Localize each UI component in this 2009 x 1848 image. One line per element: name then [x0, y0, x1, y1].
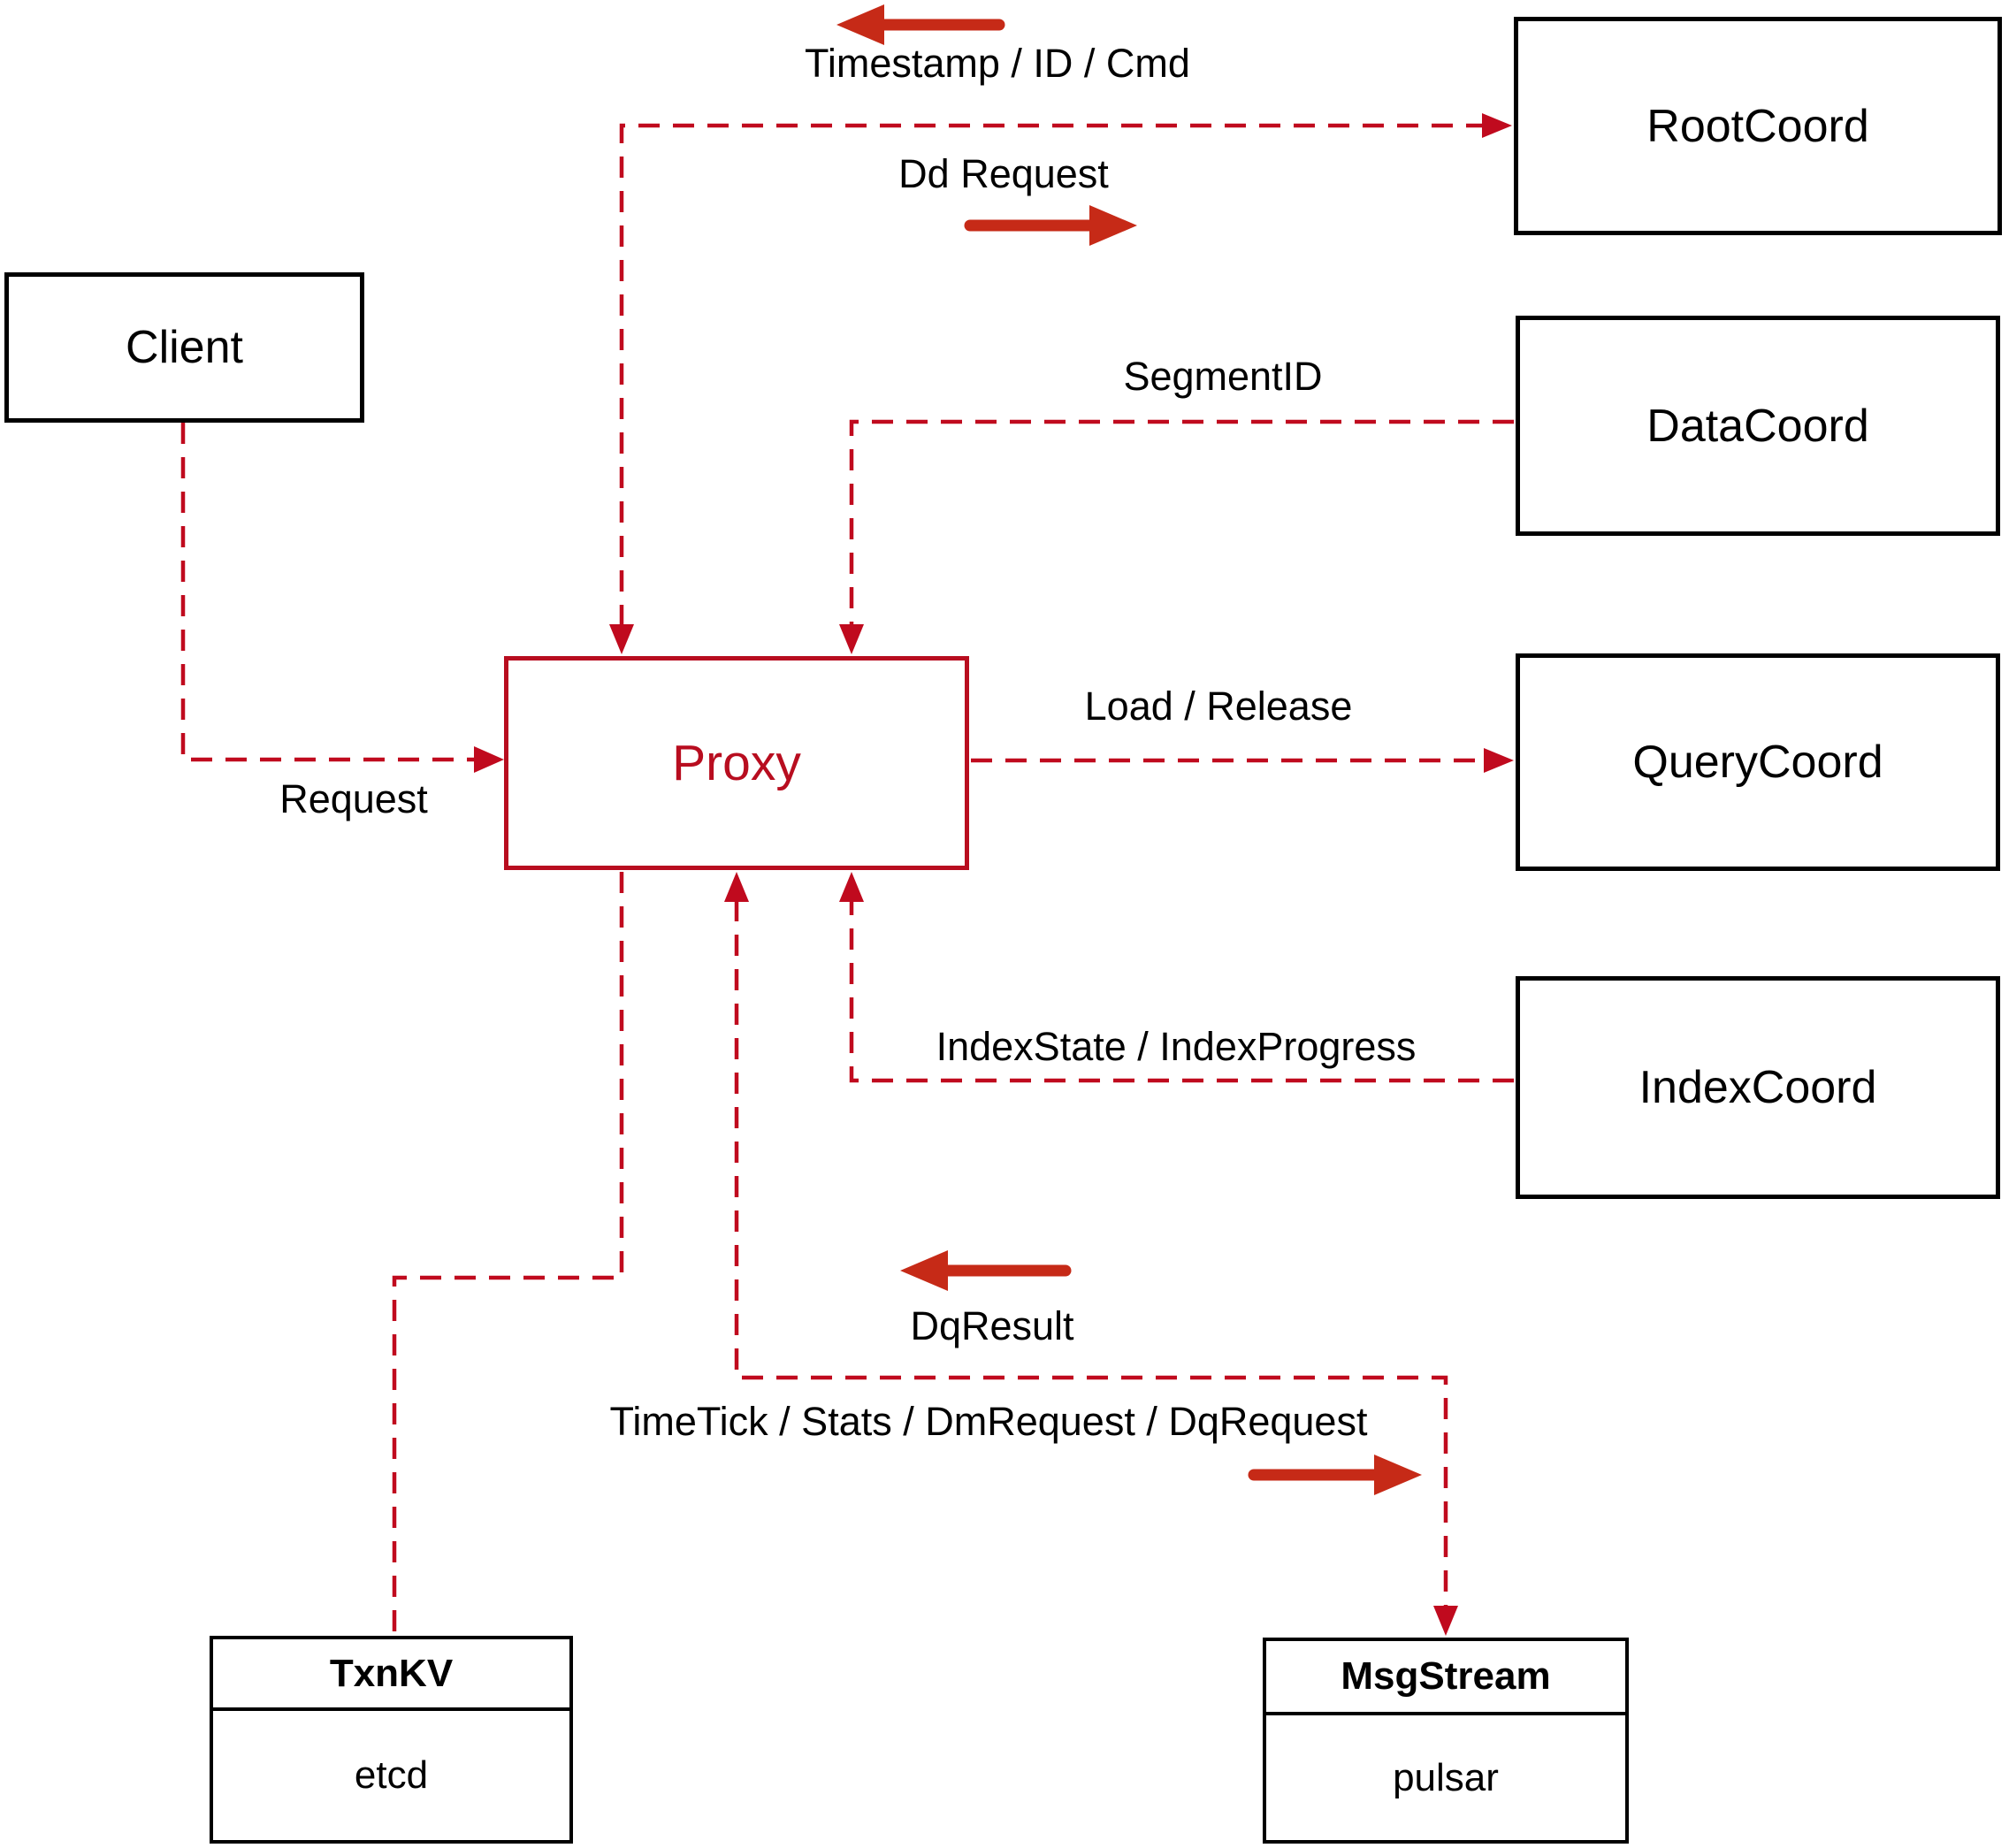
- arrowhead-into-msgstream: [1433, 1606, 1458, 1636]
- direction-arrow-right-head-dd: [1089, 205, 1137, 246]
- node-txnkv-value: etcd: [354, 1753, 429, 1797]
- edge-proxy-rootcoord: [619, 123, 1482, 626]
- edge-label-timestamp: Timestamp / ID / Cmd: [805, 41, 1190, 86]
- direction-arrow-left-head-top: [836, 4, 884, 45]
- edge-label-index-state: IndexState / IndexProgress: [936, 1024, 1417, 1069]
- node-rootcoord: RootCoord: [1514, 17, 2002, 235]
- node-msgstream: MsgStream pulsar: [1263, 1638, 1629, 1844]
- node-indexcoord: IndexCoord: [1516, 976, 2000, 1199]
- node-msgstream-value: pulsar: [1393, 1755, 1499, 1799]
- node-rootcoord-label: RootCoord: [1646, 100, 1869, 152]
- node-client: Client: [4, 272, 364, 423]
- edge-label-dq-result: DqResult: [910, 1303, 1074, 1348]
- edge-datacoord-proxy: [849, 419, 1514, 626]
- node-proxy: Proxy: [504, 656, 969, 870]
- node-msgstream-title: MsgStream: [1266, 1641, 1625, 1715]
- edge-label-segment-id: SegmentID: [1123, 354, 1323, 399]
- node-querycoord: QueryCoord: [1516, 653, 2000, 871]
- direction-arrow-right-head-timetick: [1374, 1455, 1422, 1495]
- edge-proxy-txnkv: [392, 872, 624, 1634]
- arrowhead-into-rootcoord: [1482, 113, 1512, 138]
- arrowhead-into-proxy-bottom-1: [724, 872, 749, 902]
- arrowhead-into-proxy-top-2: [839, 624, 864, 654]
- node-indexcoord-label: IndexCoord: [1639, 1062, 1877, 1113]
- node-txnkv: TxnKV etcd: [210, 1636, 573, 1844]
- edge-label-timetick: TimeTick / Stats / DmRequest / DqRequest: [609, 1399, 1368, 1444]
- arrowhead-into-querycoord: [1484, 748, 1514, 773]
- edge-msgstream-proxy: [734, 900, 1448, 1606]
- node-datacoord: DataCoord: [1516, 316, 2000, 536]
- edge-client-proxy: [180, 423, 485, 762]
- edge-indexcoord-proxy: [849, 900, 1514, 1083]
- direction-arrow-left-head-dqresult: [900, 1250, 948, 1291]
- arrowhead-into-proxy-bottom-2: [839, 872, 864, 902]
- edge-label-load-release: Load / Release: [1084, 683, 1353, 729]
- edge-label-dd-request: Dd Request: [898, 151, 1109, 196]
- edge-label-request: Request: [279, 776, 428, 821]
- node-txnkv-title: TxnKV: [213, 1639, 569, 1711]
- node-proxy-label: Proxy: [672, 735, 801, 791]
- arrowhead-into-proxy-top-1: [609, 624, 634, 654]
- arrowhead-into-proxy-left: [474, 746, 504, 773]
- node-datacoord-label: DataCoord: [1646, 400, 1869, 452]
- node-querycoord-label: QueryCoord: [1632, 737, 1883, 788]
- node-client-label: Client: [126, 322, 243, 373]
